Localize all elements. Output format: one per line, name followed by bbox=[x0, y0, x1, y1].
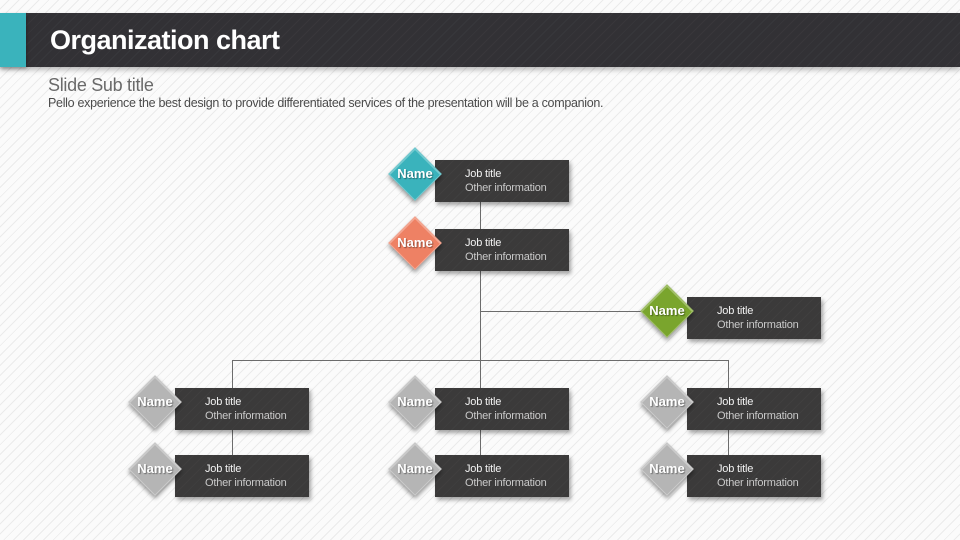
node-card: Job title Other information bbox=[175, 455, 309, 497]
node-other-info: Other information bbox=[717, 319, 799, 331]
node-name-label: Name bbox=[137, 394, 173, 409]
node-name-label: Name bbox=[649, 461, 685, 476]
node-name-label: Name bbox=[397, 461, 433, 476]
org-node-row2-right: Job title Other information Name bbox=[640, 442, 830, 498]
connector-side-branch bbox=[480, 311, 641, 312]
node-other-info: Other information bbox=[205, 477, 287, 489]
node-other-info: Other information bbox=[717, 410, 799, 422]
node-job-title: Job title bbox=[717, 463, 754, 475]
connector-left-row1-row2 bbox=[232, 430, 233, 455]
org-node-level2: Job title Other information Name bbox=[388, 216, 578, 272]
node-card: Job title Other information bbox=[435, 160, 569, 202]
node-other-info: Other information bbox=[717, 477, 799, 489]
node-other-info: Other information bbox=[205, 410, 287, 422]
connector-main-horizontal bbox=[232, 360, 728, 361]
org-node-row1-right: Job title Other information Name bbox=[640, 375, 830, 431]
connector-right-row1-row2 bbox=[728, 430, 729, 455]
org-node-row1-center: Job title Other information Name bbox=[388, 375, 578, 431]
node-card: Job title Other information bbox=[435, 229, 569, 271]
node-other-info: Other information bbox=[465, 182, 547, 194]
node-name-label: Name bbox=[649, 394, 685, 409]
node-other-info: Other information bbox=[465, 251, 547, 263]
node-name-label: Name bbox=[137, 461, 173, 476]
node-job-title: Job title bbox=[465, 396, 502, 408]
node-name-label: Name bbox=[397, 394, 433, 409]
node-other-info: Other information bbox=[465, 410, 547, 422]
node-job-title: Job title bbox=[717, 396, 754, 408]
node-other-info: Other information bbox=[465, 477, 547, 489]
org-node-level1-top: Job title Other information Name bbox=[388, 147, 578, 203]
slide-description: Pello experience the best design to prov… bbox=[48, 96, 604, 110]
node-card: Job title Other information bbox=[687, 297, 821, 339]
node-card: Job title Other information bbox=[687, 455, 821, 497]
org-node-row2-left: Job title Other information Name bbox=[128, 442, 318, 498]
node-job-title: Job title bbox=[717, 305, 754, 317]
node-name-label: Name bbox=[397, 235, 433, 250]
header-accent-block bbox=[0, 13, 26, 67]
node-job-title: Job title bbox=[465, 463, 502, 475]
node-job-title: Job title bbox=[465, 168, 502, 180]
node-card: Job title Other information bbox=[435, 455, 569, 497]
connector-drop-right bbox=[728, 360, 729, 388]
page-title: Organization chart bbox=[50, 25, 280, 55]
org-node-side-branch: Job title Other information Name bbox=[640, 284, 830, 340]
connector-center-row1-row2 bbox=[480, 430, 481, 455]
connector-drop-left bbox=[232, 360, 233, 388]
node-job-title: Job title bbox=[205, 463, 242, 475]
node-card: Job title Other information bbox=[435, 388, 569, 430]
node-job-title: Job title bbox=[465, 237, 502, 249]
node-card: Job title Other information bbox=[687, 388, 821, 430]
connector-level2-down bbox=[480, 271, 481, 388]
org-node-row2-center: Job title Other information Name bbox=[388, 442, 578, 498]
node-job-title: Job title bbox=[205, 396, 242, 408]
header-bar bbox=[0, 13, 960, 67]
slide-subtitle: Slide Sub title bbox=[48, 75, 154, 95]
node-name-label: Name bbox=[397, 166, 433, 181]
node-card: Job title Other information bbox=[175, 388, 309, 430]
org-node-row1-left: Job title Other information Name bbox=[128, 375, 318, 431]
node-name-label: Name bbox=[649, 303, 685, 318]
connector-root-to-level2 bbox=[480, 202, 481, 229]
